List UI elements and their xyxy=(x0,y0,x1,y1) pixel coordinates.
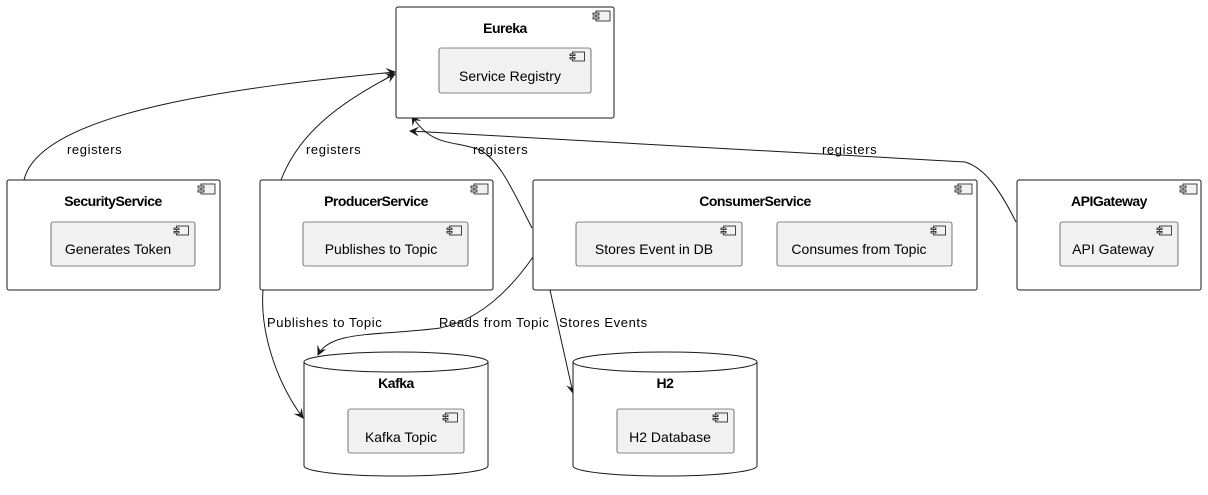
component-icon xyxy=(446,225,462,236)
label-consumer-stores: Stores Events xyxy=(559,315,648,330)
api-gateway-title: APIGateway xyxy=(1071,193,1148,209)
edge-security-to-eureka xyxy=(23,67,396,181)
label-security-registers: registers xyxy=(67,142,122,157)
edge-producer-to-eureka xyxy=(280,73,396,181)
api-gateway-label: API Gateway xyxy=(1072,241,1154,257)
component-icon xyxy=(173,225,189,236)
edge-consumer-to-eureka xyxy=(411,115,533,229)
edge-consumer-to-h2 xyxy=(549,289,576,394)
kafka-database: Kafka Kafka Topic xyxy=(303,351,489,477)
component-icon xyxy=(442,412,458,423)
producer-service-component: ProducerService Publishes to Topic xyxy=(259,179,494,291)
eureka-component: Eureka Service Registry xyxy=(395,6,615,119)
eureka-title: Eureka xyxy=(483,20,527,36)
consumer-service-component: ConsumerService Stores Event in DB Consu… xyxy=(532,179,978,291)
edge-labels: registers registers registers registers … xyxy=(67,142,877,330)
kafka-topic-box xyxy=(347,408,465,454)
h2-database: H2 H2 Database xyxy=(572,351,758,477)
edge-producer-to-kafka xyxy=(262,289,304,419)
component-icon xyxy=(712,412,728,423)
security-service-component: SecurityService Generates Token xyxy=(6,179,221,291)
consumes-from-topic-box xyxy=(776,221,953,267)
consumer-service-title: ConsumerService xyxy=(699,193,811,209)
component-icon xyxy=(930,225,946,236)
h2-database-label: H2 Database xyxy=(629,429,711,445)
generates-token-label: Generates Token xyxy=(65,241,171,257)
stores-event-label: Stores Event in DB xyxy=(595,241,713,257)
service-registry-box xyxy=(438,47,592,94)
publishes-to-topic-label: Publishes to Topic xyxy=(325,241,438,257)
component-icon xyxy=(1156,225,1172,236)
edge-consumer-to-kafka xyxy=(317,256,534,356)
h2-database-box xyxy=(616,408,735,454)
api-gateway-box xyxy=(1059,221,1179,267)
component-icon xyxy=(569,51,585,62)
kafka-topic-label: Kafka Topic xyxy=(365,429,437,445)
service-registry-label: Service Registry xyxy=(459,68,561,84)
label-producer-publishes: Publishes to Topic xyxy=(267,315,382,330)
consumes-from-topic-label: Consumes from Topic xyxy=(791,241,926,257)
label-gateway-registers: registers xyxy=(822,142,877,157)
kafka-title: Kafka xyxy=(378,375,414,391)
producer-service-title: ProducerService xyxy=(324,193,428,209)
h2-title: H2 xyxy=(657,375,675,391)
api-gateway-component: APIGateway API Gateway xyxy=(1016,179,1202,291)
security-service-title: SecurityService xyxy=(64,193,162,209)
label-consumer-registers: registers xyxy=(473,142,528,157)
publishes-to-topic-box xyxy=(302,221,469,267)
label-consumer-reads: Reads from Topic xyxy=(439,315,550,330)
stores-event-box xyxy=(575,221,743,267)
component-icon xyxy=(720,225,736,236)
generates-token-box xyxy=(50,221,196,267)
label-producer-registers: registers xyxy=(306,142,361,157)
